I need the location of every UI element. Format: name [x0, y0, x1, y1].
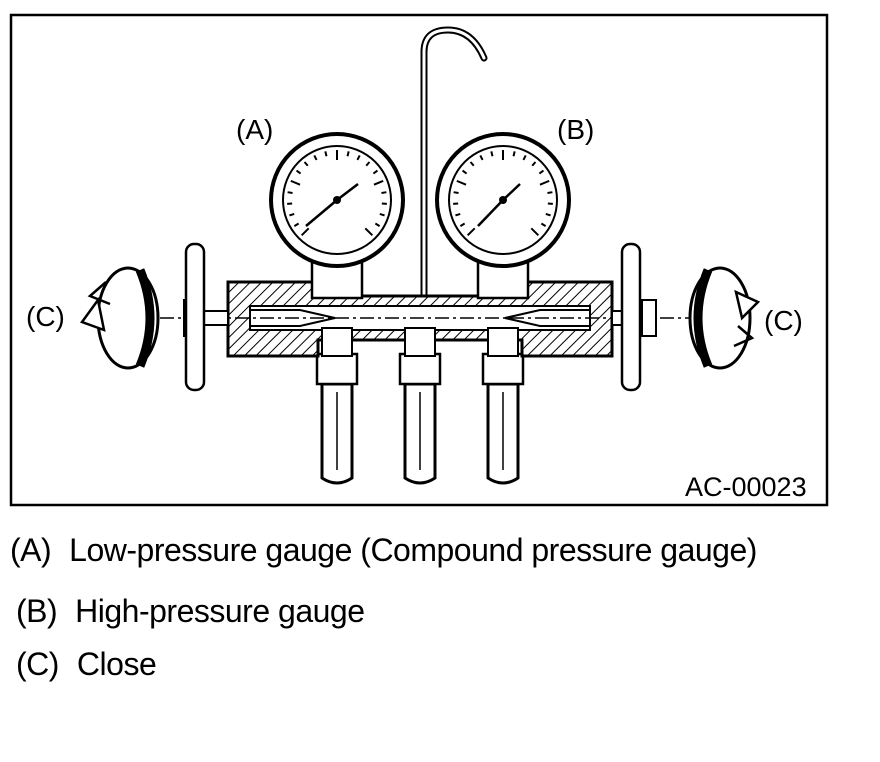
gauge-tick [479, 154, 484, 161]
gauge-tick [538, 169, 545, 175]
hose-center [403, 382, 437, 485]
gauge-tick [295, 169, 302, 175]
gauge-tick [373, 179, 384, 186]
gauge-tick [372, 169, 379, 175]
legend-text-b: High-pressure gauge [75, 593, 365, 629]
gauge-tick [381, 191, 387, 194]
callout-a: (A) [236, 114, 273, 145]
gauge-tick [453, 191, 459, 194]
gauge-tick [300, 227, 310, 237]
rotation-arrow-right-icon [688, 266, 761, 370]
rotation-arrow-left-icon [80, 266, 160, 370]
gauge-tick [461, 169, 468, 175]
gauge-tick [522, 154, 527, 161]
callout-b: (B) [557, 114, 594, 145]
gauge-tick [455, 212, 461, 217]
gauge-tick [539, 179, 550, 186]
legend-item-b: (B) High-pressure gauge [16, 593, 365, 629]
left-valve-knob [183, 242, 229, 392]
gauge-tick [530, 227, 540, 237]
gauge-tick [290, 179, 301, 186]
gauge-tick [293, 222, 300, 227]
gauge-tick [313, 154, 318, 161]
figure-code: AC-00023 [685, 472, 807, 502]
gauge-tick [547, 191, 553, 194]
hose-right [486, 382, 520, 485]
gauge-tick [540, 222, 547, 227]
manifold-body [226, 260, 614, 358]
legend-text-a: Low-pressure gauge (Compound pressure ga… [69, 532, 757, 568]
gauge-tick [456, 179, 467, 186]
gauge-tick [490, 151, 494, 157]
gauge-tick [303, 161, 309, 167]
legend-item-c: (C) Close [16, 646, 157, 682]
legend-key-b: (B) [16, 593, 58, 629]
gauge-tick [459, 222, 466, 227]
low-pressure-gauge [269, 132, 405, 268]
legend-key-a: (A) [10, 532, 52, 568]
gauge-tick [374, 222, 381, 227]
manifold-gauge-diagram: (A) (B) (C) (C) AC-00023 [9, 13, 829, 507]
legend-item-a: (A) Low-pressure gauge (Compound pressure… [10, 532, 757, 568]
gauge-tick [469, 161, 475, 167]
callout-c-right: (C) [764, 305, 803, 336]
gauge-tick [346, 151, 350, 157]
hose-fittings [315, 352, 525, 386]
callout-c-left: (C) [26, 301, 65, 332]
legend-text-c: Close [76, 646, 157, 682]
gauge-tick [364, 227, 374, 237]
gauge-tick [356, 154, 361, 161]
legend-key-c: (C) [16, 646, 59, 682]
gauge-tick [289, 212, 295, 217]
gauge-tick [545, 212, 551, 217]
right-valve-knob [611, 242, 657, 392]
gauge-tick [531, 161, 537, 167]
gauge-tick [466, 227, 476, 237]
gauge-tick [324, 151, 328, 157]
gauge-tick [365, 161, 371, 167]
high-pressure-gauge [435, 132, 571, 268]
figure-frame [9, 13, 829, 507]
hose-left [320, 382, 354, 485]
gauge-tick [512, 151, 516, 157]
gauge-tick [287, 191, 293, 194]
gauge-tick [379, 212, 385, 217]
